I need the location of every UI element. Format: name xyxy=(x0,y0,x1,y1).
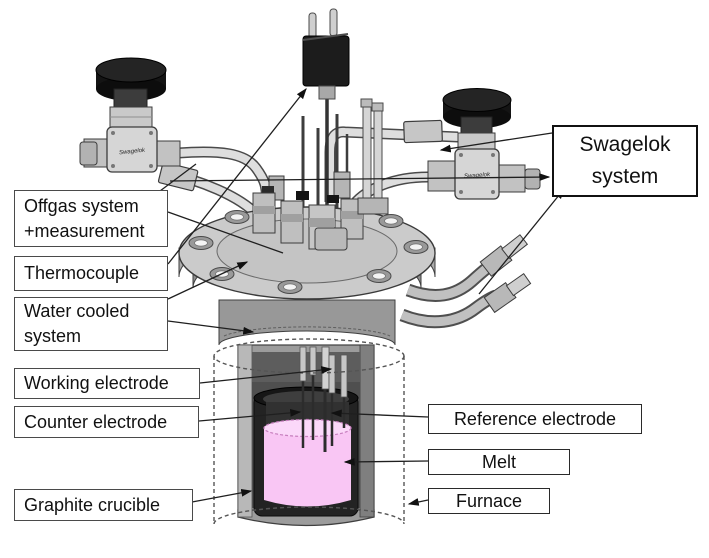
label-working-electrode: Working electrode xyxy=(14,368,200,399)
line-hoses-to-swagelok xyxy=(478,187,565,295)
label-graphite-crucible: Graphite crucible xyxy=(14,489,193,521)
line-valve-to-swagelok xyxy=(169,173,551,182)
cooling-hoses xyxy=(399,234,532,329)
line-offgas-1 xyxy=(159,163,197,192)
label-water-cooled-system: Water cooled system xyxy=(14,297,168,351)
hose-fitting-upper xyxy=(479,234,529,277)
line-water-cooled-1 xyxy=(167,261,249,300)
electrode-rods-bottom xyxy=(299,346,348,452)
label-offgas-system: Offgas system +measurement xyxy=(14,190,168,247)
line-graphite-crucible xyxy=(191,488,253,503)
label-swagelok-system: Swagelok system xyxy=(552,125,698,197)
hose-fitting-lower xyxy=(483,273,532,314)
callout-lines xyxy=(159,87,565,506)
line-thermocouple xyxy=(167,87,307,265)
flange-fittings xyxy=(252,171,389,251)
thermocouple-connector-icon xyxy=(302,8,350,100)
line-water-cooled-2 xyxy=(167,320,255,335)
flange xyxy=(178,206,436,300)
label-reference-electrode: Reference electrode xyxy=(428,404,642,434)
line-counter-electrode xyxy=(198,408,302,422)
label-furnace: Furnace xyxy=(428,488,550,514)
gas-tubing xyxy=(157,98,459,220)
label-thermocouple: Thermocouple xyxy=(14,256,168,291)
valve-brand-text: Swagelok xyxy=(119,148,146,157)
water-cooled-body xyxy=(218,299,396,346)
valve-brand-text: Swagelok xyxy=(464,172,491,180)
line-offgas-2 xyxy=(167,211,284,254)
line-swagelok-to-valve xyxy=(439,132,553,153)
line-reference-electrode xyxy=(330,409,429,418)
line-melt xyxy=(343,457,429,466)
valve-left: Swagelok xyxy=(79,57,181,173)
label-melt: Melt xyxy=(428,449,570,475)
label-counter-electrode: Counter electrode xyxy=(14,406,199,438)
furnace-outline xyxy=(213,338,405,525)
line-furnace xyxy=(407,498,429,506)
melt xyxy=(263,418,352,507)
flange-bolt-holes xyxy=(188,210,429,294)
line-working-electrode xyxy=(199,366,333,384)
